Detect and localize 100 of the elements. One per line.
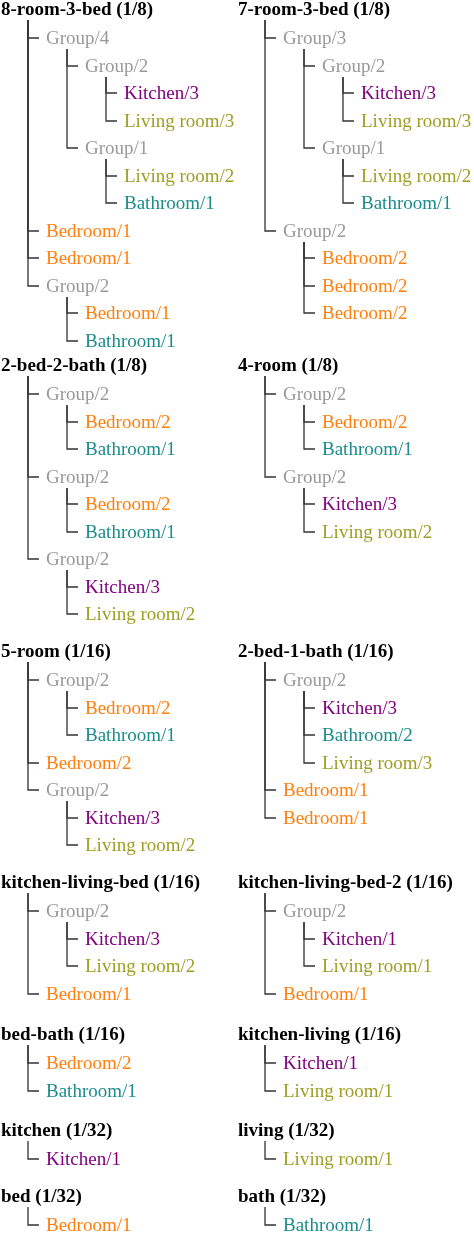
tree-node-label: Bathroom/1 <box>276 1214 374 1236</box>
tree-connector <box>264 375 277 478</box>
tree-connector <box>66 800 79 846</box>
tree-node-label: Living room/2 <box>78 603 196 625</box>
tree-node-label: Bedroom/2 <box>39 1052 132 1074</box>
tree-node-label: Bedroom/2 <box>315 274 408 297</box>
tree-node-label: Living room/2 <box>78 955 196 977</box>
tree-connector <box>342 76 355 122</box>
tree-connector <box>66 487 79 533</box>
tree-connector <box>27 1044 40 1092</box>
tree-node-label: Living room/1 <box>276 1148 394 1170</box>
tree-connector <box>105 76 118 122</box>
tree-node-label: Living room/1 <box>315 955 433 977</box>
tree-connector <box>66 404 79 450</box>
tree-node-label: Group/2 <box>276 465 347 488</box>
tree-title: kitchen-living-bed-2 (1/16) <box>238 871 453 893</box>
tree-node-label: Bedroom/1 <box>276 806 369 829</box>
tree-title: 2-bed-1-bath (1/16) <box>238 640 394 662</box>
tree-node-label: Living room/2 <box>78 834 196 856</box>
tree-node-label: Living room/3 <box>315 751 433 774</box>
tree-node-label: Bedroom/2 <box>315 410 408 433</box>
tree-node-label: Living room/3 <box>117 109 235 132</box>
tree-node-label: Bedroom/1 <box>39 219 132 242</box>
tree-node-label: Group/3 <box>276 27 347 49</box>
tree-node-label: Bedroom/1 <box>78 302 171 324</box>
tree-title: kitchen-living (1/16) <box>238 1023 402 1045</box>
tree-connector <box>264 892 277 995</box>
tree-node-label: Bathroom/1 <box>78 724 176 746</box>
tree-connector <box>66 296 79 342</box>
tree-connector <box>264 1206 277 1226</box>
tree-connector <box>27 1206 40 1226</box>
tree-node-label: Bedroom/2 <box>315 247 408 269</box>
tree-node-label: Living room/2 <box>315 520 433 543</box>
tree-connector <box>303 404 316 450</box>
tree-connector <box>66 569 79 615</box>
tree-node-label: Kitchen/1 <box>315 927 397 950</box>
tree-node-label: Bedroom/1 <box>39 247 132 269</box>
tree-connector <box>27 892 40 995</box>
tree-connector <box>27 661 40 791</box>
tree-node-label: Group/2 <box>39 669 110 691</box>
tree-title: bath (1/32) <box>238 1185 327 1207</box>
tree-title: kitchen-living-bed (1/16) <box>1 871 200 893</box>
tree-connector <box>303 487 316 533</box>
tree-node-label: Kitchen/1 <box>276 1052 358 1074</box>
tree-connector <box>66 690 79 736</box>
tree-node-label: Kitchen/3 <box>117 82 199 104</box>
tree-title: kitchen (1/32) <box>1 1119 113 1141</box>
tree-node-label: Kitchen/3 <box>78 927 160 950</box>
tree-title: bed-bath (1/16) <box>1 1023 126 1045</box>
tree-node-label: Living room/1 <box>276 1079 394 1102</box>
tree-node-label: Kitchen/1 <box>39 1148 121 1170</box>
tree-title: bed (1/32) <box>1 1185 82 1207</box>
tree-connector <box>27 375 40 560</box>
tree-node-label: Group/2 <box>39 383 110 405</box>
tree-node-label: Group/4 <box>39 27 110 49</box>
tree-connector <box>303 921 316 967</box>
tree-connector <box>264 1140 277 1160</box>
tree-connector <box>303 48 316 149</box>
tree-title: 8-room-3-bed (1/8) <box>1 0 154 20</box>
tree-title: 7-room-3-bed (1/8) <box>238 0 391 20</box>
tree-node-label: Group/1 <box>315 137 386 159</box>
tree-node-label: Group/2 <box>276 900 347 922</box>
tree-title: 4-room (1/8) <box>238 354 339 376</box>
tree-node-label: Group/2 <box>39 465 110 488</box>
tree-node-label: Group/2 <box>39 900 110 922</box>
tree-node-label: Bedroom/2 <box>315 302 408 324</box>
tree-node-label: Kitchen/3 <box>354 82 436 104</box>
tree-node-label: Kitchen/3 <box>78 806 160 829</box>
tree-node-label: Living room/3 <box>354 109 472 132</box>
tree-node-label: Bathroom/1 <box>39 1079 137 1102</box>
tree-node-label: Group/2 <box>39 548 110 570</box>
tree-node-label: Living room/2 <box>117 164 235 187</box>
tree-node-label: Group/2 <box>78 54 149 77</box>
tree-connector <box>27 1140 40 1160</box>
tree-node-label: Kitchen/3 <box>78 575 160 598</box>
tree-connector <box>342 158 355 204</box>
tree-node-label: Bathroom/1 <box>354 192 452 214</box>
tree-node-label: Bedroom/1 <box>276 779 369 801</box>
tree-connector <box>66 921 79 967</box>
tree-node-label: Group/1 <box>78 137 149 159</box>
tree-node-label: Bathroom/1 <box>117 192 215 214</box>
tree-node-label: Group/2 <box>276 219 347 242</box>
tree-node-label: Group/2 <box>276 383 347 405</box>
tree-node-label: Bedroom/1 <box>276 982 369 1005</box>
tree-node-label: Kitchen/3 <box>315 696 397 719</box>
tree-connector <box>105 158 118 204</box>
tree-node-label: Bedroom/2 <box>78 696 171 719</box>
tree-connector <box>264 661 277 819</box>
tree-connector <box>66 48 79 149</box>
tree-connector <box>303 690 316 764</box>
tree-node-label: Bathroom/2 <box>315 724 413 746</box>
tree-node-label: Group/2 <box>39 274 110 297</box>
tree-node-label: Bathroom/1 <box>78 329 176 352</box>
tree-connector <box>264 19 277 232</box>
tree-node-label: Bathroom/1 <box>78 438 176 460</box>
tree-title: 2-bed-2-bath (1/8) <box>1 354 148 376</box>
tree-connector <box>264 1044 277 1092</box>
tree-node-label: Bedroom/1 <box>39 1214 132 1236</box>
tree-node-label: Bedroom/2 <box>78 493 171 515</box>
tree-title: 5-room (1/16) <box>1 640 111 662</box>
